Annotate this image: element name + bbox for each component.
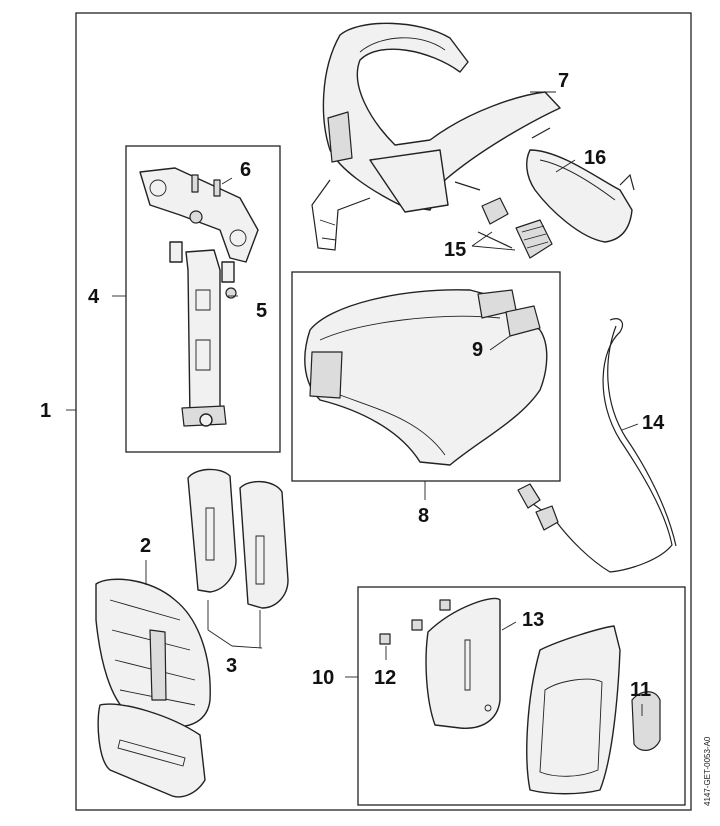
callout-2: 2 <box>140 535 151 557</box>
callout-4: 4 <box>88 286 100 308</box>
callout-7: 7 <box>558 70 569 92</box>
buckle-illustration <box>477 197 553 259</box>
box-part-4 <box>125 145 281 453</box>
strap-illustration <box>517 318 677 573</box>
waist-belt-illustration <box>304 289 548 466</box>
cover-assembly-illustration <box>379 597 661 795</box>
callout-8: 8 <box>418 505 429 527</box>
callout-15: 15 <box>444 239 466 261</box>
callout-5: 5 <box>256 300 267 322</box>
callout-11: 11 <box>630 679 651 701</box>
callout-6: 6 <box>240 159 251 181</box>
callout-labels: 1 2 3 4 5 6 7 8 9 10 11 12 13 14 15 16 <box>40 70 665 701</box>
callout-12: 12 <box>374 667 396 689</box>
document-code: 4147-GET-0053-A0 <box>703 736 712 806</box>
harness-illustration <box>311 22 561 251</box>
callout-1: 1 <box>40 400 51 422</box>
callout-16: 16 <box>584 147 606 169</box>
callout-9: 9 <box>472 339 483 361</box>
pad-illustration <box>526 127 635 243</box>
callout-13: 13 <box>522 609 544 631</box>
leader-lines <box>66 91 643 716</box>
callout-10: 10 <box>312 667 334 689</box>
callout-3: 3 <box>226 655 237 677</box>
callout-14: 14 <box>642 412 665 434</box>
box-part-8 <box>291 271 561 482</box>
outer-frame <box>75 12 692 811</box>
box-part-10 <box>357 586 686 806</box>
back-plate-illustration <box>95 578 211 798</box>
plates-illustration <box>187 468 289 609</box>
bracket-assembly-illustration <box>139 167 259 427</box>
